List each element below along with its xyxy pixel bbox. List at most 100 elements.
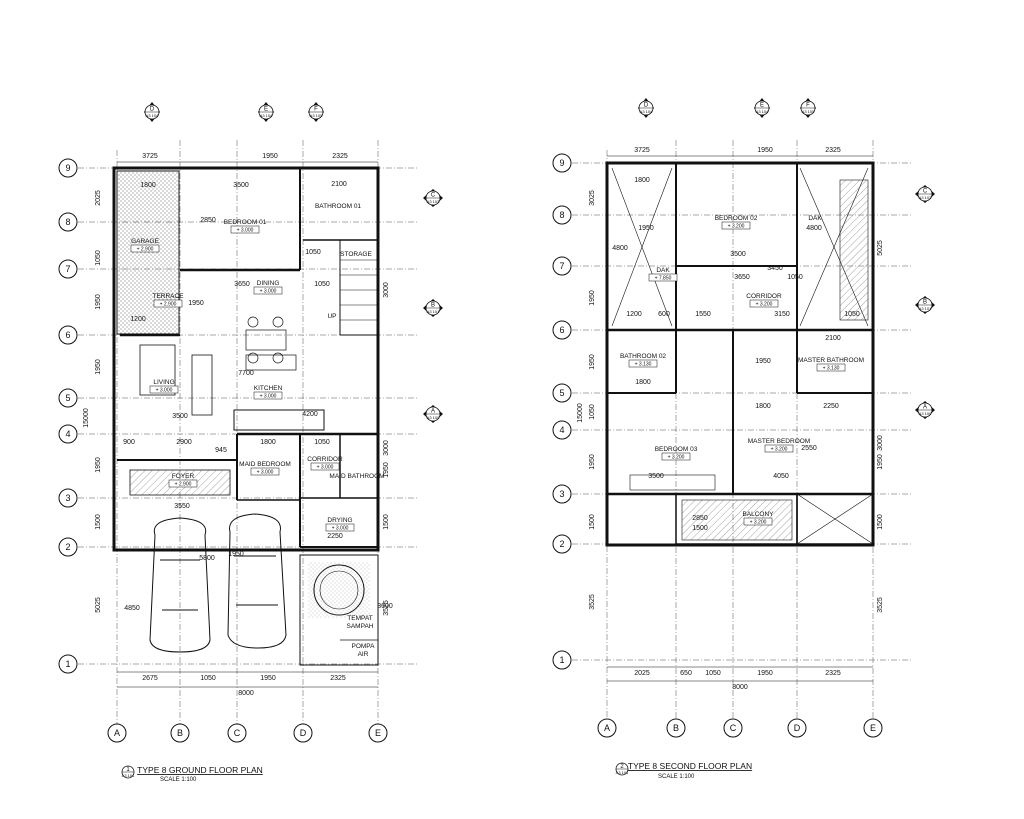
grid-label-col: C	[730, 723, 737, 733]
dimension-bottom: 2675	[142, 675, 158, 682]
grid-label-col: B	[673, 723, 679, 733]
grid-label-row: 7	[65, 264, 70, 274]
dimension-inner: 1800	[635, 379, 651, 386]
car-icon	[149, 513, 287, 653]
section-letter: B	[923, 300, 927, 306]
dimension-right: 3525	[877, 597, 884, 613]
dimension-inner: 2850	[200, 217, 216, 224]
dimension-inner: 7700	[238, 370, 254, 377]
dimension-inner: 3500	[648, 473, 664, 480]
dimension-left: 1950	[95, 457, 102, 473]
dimension-inner: 2900	[176, 439, 192, 446]
room-level: + 3.000	[260, 289, 277, 295]
dimension-bottom: 2025	[634, 670, 650, 677]
dimension-inner: 3500	[172, 413, 188, 420]
dimension-inner: 1950	[228, 551, 244, 558]
grid-bubble	[58, 259, 78, 279]
dimension-left: 3525	[589, 594, 596, 610]
dimension-bottom: 1950	[260, 675, 276, 682]
level-tag	[661, 452, 691, 461]
dimension-left: 1950	[589, 290, 596, 306]
room-level: + 3.200	[756, 302, 773, 308]
stair	[340, 259, 378, 321]
dimension-inner: 3650	[234, 281, 250, 288]
grid-label-row: 8	[65, 217, 70, 227]
section-sheet: A3 104	[756, 109, 769, 114]
grid-bubble	[58, 388, 78, 408]
room-level: + 3.000	[260, 394, 277, 400]
dimension-inner: 1800	[140, 182, 156, 189]
room-level: + 3.200	[728, 224, 745, 230]
grid-bubble	[227, 723, 247, 743]
section-letter: D	[644, 103, 649, 109]
grid-bubble	[58, 212, 78, 232]
section-sheet: A3 105	[802, 109, 815, 114]
dimension-inner: 4800	[612, 245, 628, 252]
level-tag	[325, 523, 355, 532]
room-label: MAID BATHROOM	[329, 473, 384, 480]
grid-label-row: 9	[559, 158, 564, 168]
level-tag	[648, 273, 678, 282]
grid-bubble	[552, 320, 572, 340]
dimension-left: 1950	[95, 294, 102, 310]
grid-bubble	[552, 153, 572, 173]
grid-bubble	[552, 534, 572, 554]
dimension-left: 3025	[589, 190, 596, 206]
grid-bubble	[552, 420, 572, 440]
dimension-bottom: 1950	[757, 670, 773, 677]
room-level: + 3.130	[823, 366, 840, 372]
dimension-left-total: 15000	[577, 403, 584, 423]
grid-bubble	[552, 205, 572, 225]
dimension-inner: 1950	[638, 225, 654, 232]
grid-label-col: E	[375, 728, 381, 738]
grid-label-row: 2	[65, 542, 70, 552]
room-label: STORAGE	[340, 251, 372, 258]
dimension-top: 1950	[262, 153, 278, 160]
dimension-right: 3525	[383, 600, 390, 616]
dimension-right: 1950	[383, 462, 390, 478]
grid-bubble	[863, 718, 883, 738]
section-letter: C	[923, 189, 928, 195]
drawing-number: 2	[620, 764, 624, 770]
dimension-left: 1500	[95, 514, 102, 530]
room-level: + 3.000	[237, 228, 254, 234]
dimension-left-total: 15000	[83, 408, 90, 428]
room-label: MAID BEDROOM	[239, 461, 291, 468]
room-label: BEDROOM 03	[655, 446, 698, 453]
grid-bubble	[58, 424, 78, 444]
dimension-top: 3725	[634, 147, 650, 154]
dimension-top: 1950	[757, 147, 773, 154]
ground-floor-plan	[78, 140, 418, 725]
section-sheet: A3 100	[919, 411, 932, 416]
room-label: DRYING	[327, 517, 352, 524]
dimension-inner: 1950	[188, 300, 204, 307]
room-level: + 2.900	[160, 302, 177, 308]
grid-label-row: 9	[65, 163, 70, 173]
level-tag	[721, 221, 751, 230]
dimension-inner: 2250	[327, 533, 343, 540]
dimension-inner: 1500	[692, 525, 708, 532]
dimension-bottom: 1050	[200, 675, 216, 682]
section-letter: D	[150, 107, 155, 113]
grid-label-col: E	[870, 723, 876, 733]
grid-bubble	[293, 723, 313, 743]
grid-label-row: 5	[559, 388, 564, 398]
section-sheet: A3 103	[427, 199, 440, 204]
drawing-scale: SCALE 1:100	[160, 777, 197, 783]
dimension-inner: 2250	[823, 403, 839, 410]
level-tag	[230, 225, 260, 234]
room-label: BATHROOM 02	[620, 353, 666, 360]
grid-bubble	[58, 654, 78, 674]
grid-bubble	[666, 718, 686, 738]
grid-label-col: A	[114, 728, 120, 738]
level-tag	[250, 467, 280, 476]
dimension-top: 2325	[332, 153, 348, 160]
dimension-inner: 4800	[806, 225, 822, 232]
section-letter: E	[264, 107, 268, 113]
dimension-inner: 1800	[260, 439, 276, 446]
room-label: KITCHEN	[254, 385, 283, 392]
room-label: CORRIDOR	[746, 293, 782, 300]
level-tag	[628, 359, 658, 368]
dimension-left: 1950	[589, 454, 596, 470]
dining-set	[245, 316, 297, 371]
